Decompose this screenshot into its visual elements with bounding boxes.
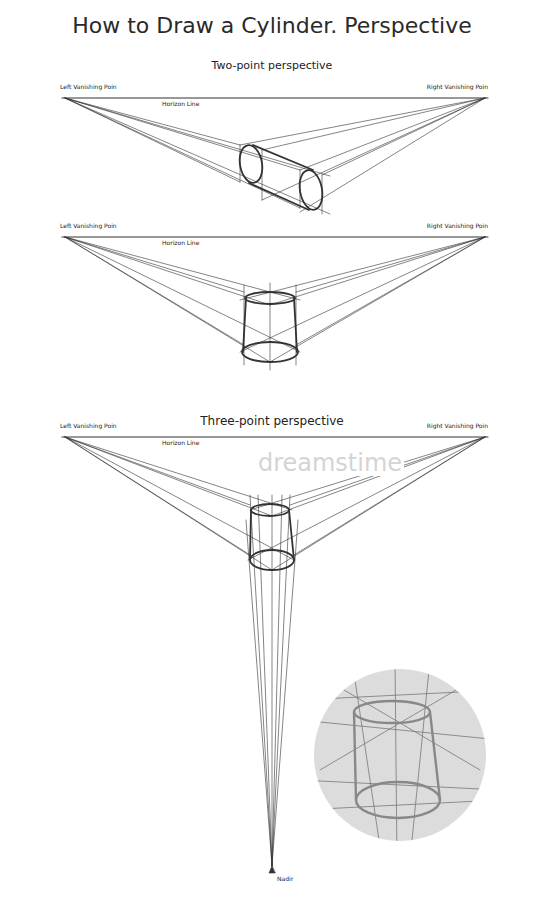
vanishing-point-label: Left Vanishing Poin xyxy=(58,223,119,230)
vanishing-point-label: Right Vanishing Poin xyxy=(425,84,490,91)
vanishing-point-label: Left Vanishing Poin xyxy=(58,84,119,91)
horizon-label: Horizon Line xyxy=(160,440,201,447)
section-heading: Three-point perspective xyxy=(198,415,345,428)
page-title: How to Draw a Cylinder. Perspective xyxy=(72,14,471,38)
watermark: dreamstime xyxy=(256,450,404,476)
nadir-label: Nadir xyxy=(275,876,295,883)
section-heading: Two-point perspective xyxy=(210,60,335,72)
horizon-label: Horizon Line xyxy=(160,101,201,108)
vanishing-point-label: Right Vanishing Poin xyxy=(425,423,490,430)
vanishing-point-label: Left Vanishing Poin xyxy=(58,423,119,430)
horizon-label: Horizon Line xyxy=(160,240,201,247)
vanishing-point-label: Right Vanishing Poin xyxy=(425,223,490,230)
